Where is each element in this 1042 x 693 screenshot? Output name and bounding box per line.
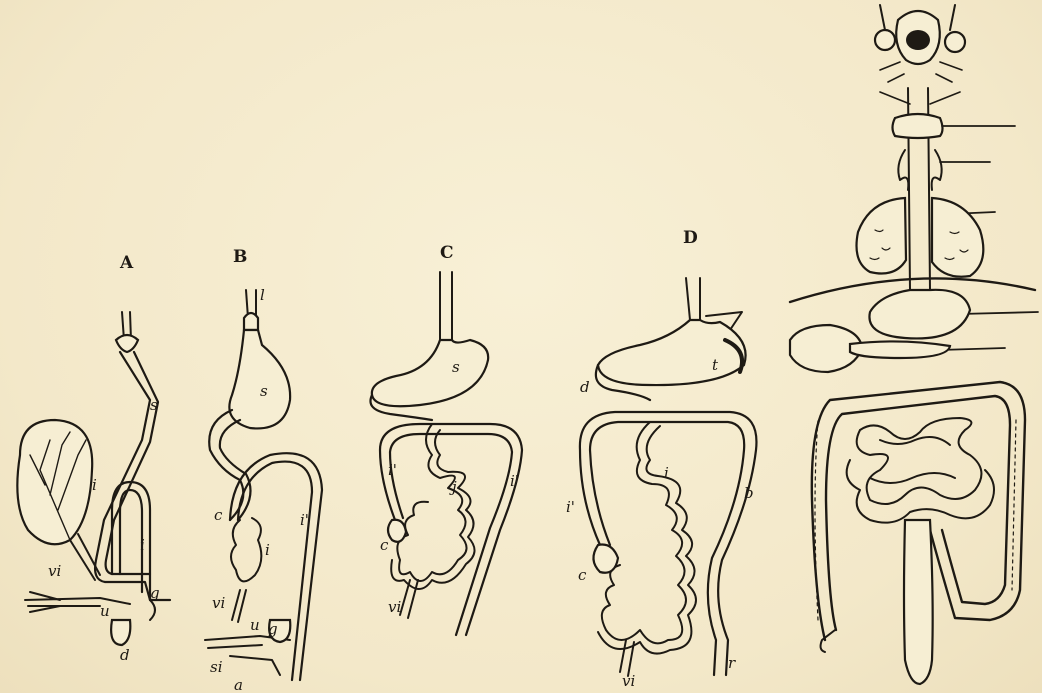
ileum-d xyxy=(602,422,686,643)
label-c-i-right: i' xyxy=(510,472,519,490)
label-b-vi: vi xyxy=(212,594,225,612)
label-b-c: c xyxy=(214,506,223,524)
label-b-si: si xyxy=(210,658,223,676)
label-b-i: i xyxy=(265,541,270,559)
small-intestine-e-1 xyxy=(857,418,982,504)
caption-c: C xyxy=(440,243,454,263)
oral-cavity xyxy=(906,30,930,50)
label-b-g: g xyxy=(268,620,278,638)
label-d-c: c xyxy=(578,566,587,584)
label-d-b: b xyxy=(744,484,754,502)
label-a-u: u xyxy=(100,602,110,620)
figure-c: C s i' i' j c vi xyxy=(370,243,522,635)
lung-right xyxy=(932,198,983,277)
figure-e-adult-tract xyxy=(790,5,1038,684)
hindgut-a xyxy=(150,600,155,620)
salivary-gland-right xyxy=(945,32,965,52)
colon-d-outer xyxy=(580,412,757,675)
caecum-d xyxy=(593,545,618,573)
figure-a: A s i i vi u g d xyxy=(17,253,170,664)
cardia-a xyxy=(116,335,138,352)
esophagus-c xyxy=(440,272,452,340)
small-intestine-e-3 xyxy=(870,437,955,483)
label-c-i-left: i' xyxy=(388,461,397,479)
stomach-c xyxy=(372,340,488,406)
thymus xyxy=(898,150,941,190)
cloaca-a xyxy=(111,620,130,645)
lung-left xyxy=(857,198,907,274)
label-a-g: g xyxy=(150,584,160,602)
caecum-c xyxy=(388,520,406,542)
salivary-gland-left xyxy=(875,30,895,50)
label-a-vi: vi xyxy=(48,562,61,580)
label-a-i2: i xyxy=(140,536,145,554)
label-c-vi: vi xyxy=(388,598,401,616)
label-d-i-prime: i' xyxy=(566,498,575,516)
label-b-i-prime: i' xyxy=(300,511,309,529)
label-b-u: u xyxy=(250,616,260,634)
label-d-i: i xyxy=(664,464,669,482)
label-a-i1: i xyxy=(92,476,97,494)
label-b-l: l xyxy=(260,286,265,304)
vitelline-duct-b xyxy=(232,590,246,622)
esophagus-d xyxy=(686,278,700,320)
pancreas-e xyxy=(850,341,950,358)
vitelline-duct-c xyxy=(400,580,418,618)
intestine-b-loop-inner xyxy=(238,462,312,680)
label-d-r: r xyxy=(728,654,736,672)
stomach-d xyxy=(598,320,746,385)
allantois-a xyxy=(25,592,130,612)
label-a-s: s xyxy=(150,396,158,414)
thyroid xyxy=(893,114,943,138)
caption-d: D xyxy=(683,228,698,248)
label-b-a: a xyxy=(234,676,243,693)
jaw-lines xyxy=(880,62,962,104)
duodenum-b-outer xyxy=(209,410,243,520)
caption-a: A xyxy=(119,253,134,273)
intestine-a-inner xyxy=(120,490,142,592)
label-d-vi: vi xyxy=(622,672,635,690)
rectum-e xyxy=(904,520,933,684)
ileum-c xyxy=(397,424,466,581)
figure-d: D t d i i' b c vi r xyxy=(566,228,756,690)
label-d-t: t xyxy=(712,356,719,374)
cardia-b xyxy=(244,313,258,330)
stomach-e xyxy=(869,290,970,339)
coil-b xyxy=(231,518,261,581)
label-c-s: s xyxy=(452,358,460,376)
label-b-s: s xyxy=(260,382,268,400)
yolk-sac-a xyxy=(17,420,92,544)
figure-b: B l s i i' c vi u g si a xyxy=(205,247,322,693)
small-intestine-e-2 xyxy=(847,460,994,523)
label-a-d: d xyxy=(120,646,130,664)
ileum-c-inner xyxy=(391,430,474,589)
stomach-b xyxy=(229,330,290,428)
label-d-d: d xyxy=(580,378,590,396)
caption-b: B xyxy=(233,247,247,267)
label-c-c: c xyxy=(380,536,389,554)
